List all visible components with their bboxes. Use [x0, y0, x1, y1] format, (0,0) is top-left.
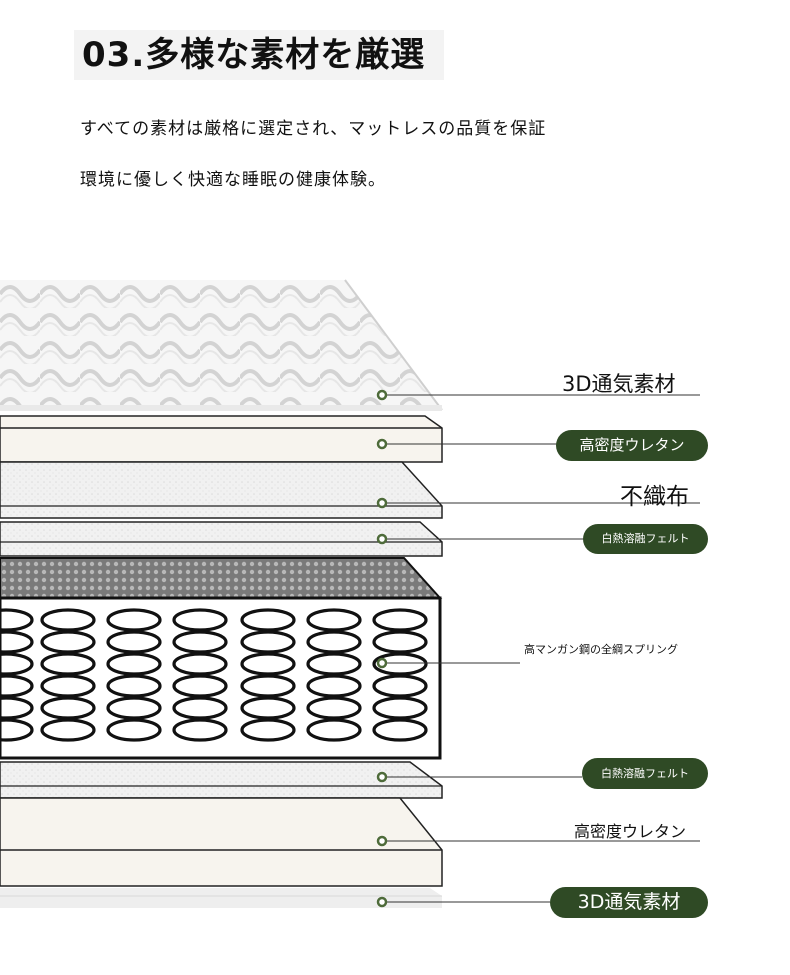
layer-label-felt-top: 白熱溶融フェルト — [583, 524, 708, 554]
coil-column-5 — [240, 608, 296, 742]
layer-label-urethane-bottom: 高密度ウレタン — [574, 822, 687, 841]
description-line-2: 環境に優しく快適な睡眠の健康体験。 — [80, 170, 386, 190]
callout-dot-4 — [376, 533, 388, 545]
layer-3d-bottom — [0, 888, 442, 908]
callout-dot-6 — [376, 771, 388, 783]
callout-dot-2 — [376, 438, 388, 450]
callout-dot-3 — [376, 497, 388, 509]
layer-label-spring: 高マンガン鋼の全綱スプリング — [524, 643, 678, 656]
page-title: 03.多様な素材を厳選 — [82, 35, 426, 75]
layer-label-3d-top: 3D通気素材 — [562, 372, 676, 396]
layer-spring-unit — [0, 557, 443, 760]
title-highlight — [74, 30, 444, 80]
callout-dot-7 — [376, 835, 388, 847]
coil-column-4 — [172, 608, 228, 742]
coil-column-1 — [0, 608, 34, 742]
layer-nonwoven — [0, 461, 443, 519]
coil-column-2 — [40, 608, 96, 742]
callout-dot-8 — [376, 896, 388, 908]
callout-dot-5 — [376, 657, 388, 669]
layer-urethane-top — [0, 415, 443, 463]
callout-lines — [382, 394, 700, 903]
callout-dots — [376, 389, 388, 908]
callout-dot-1 — [376, 389, 388, 401]
layer-label-nonwoven: 不織布 — [620, 484, 689, 510]
coil-column-6 — [306, 608, 362, 742]
layer-urethane-bottom — [0, 797, 443, 887]
layer-label-felt-bottom: 白熱溶融フェルト — [582, 758, 708, 789]
layer-felt-top — [0, 521, 443, 557]
layer-felt-bottom — [0, 761, 443, 799]
coil-column-7 — [372, 608, 428, 742]
layer-label-3d-bottom: 3D通気素材 — [550, 887, 708, 918]
mattress-layers-illustration — [0, 279, 700, 908]
description-line-1: すべての素材は厳格に選定され、マットレスの品質を保証 — [80, 119, 547, 139]
layer-label-urethane-top: 高密度ウレタン — [556, 430, 708, 461]
coil-column-3 — [106, 608, 162, 742]
layer-3d-top — [0, 279, 443, 411]
